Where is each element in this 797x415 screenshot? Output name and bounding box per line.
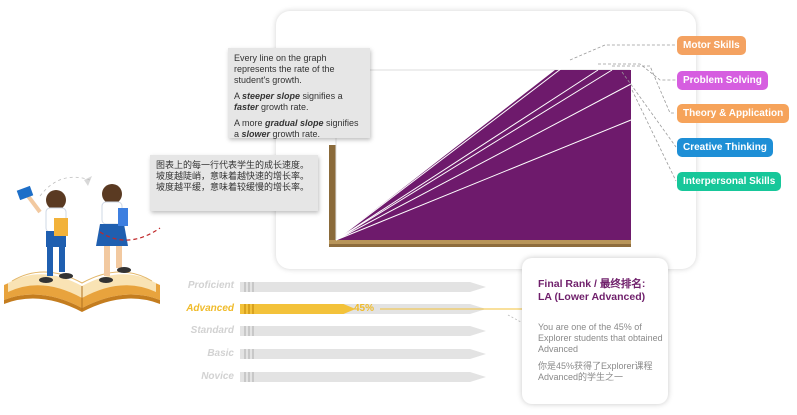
connector-motor bbox=[569, 44, 676, 61]
growth-line-motor bbox=[335, 61, 571, 241]
rank-bar-tip bbox=[470, 326, 486, 336]
student-boy-illustration bbox=[16, 185, 73, 283]
final-rank-description-english: You are one of the 45% of Explorer stude… bbox=[538, 322, 663, 354]
rank-bar-ferrule bbox=[248, 349, 250, 359]
rank-label-standard: Standard bbox=[190, 325, 234, 336]
rank-bar-ferrule bbox=[252, 349, 254, 359]
note-text: signifies a bbox=[300, 91, 343, 101]
note-en-line1: Every line on the graph represents the r… bbox=[234, 53, 335, 85]
rank-bar-fill bbox=[240, 304, 344, 314]
skill-pill-theory-application[interactable]: Theory & Application bbox=[677, 104, 790, 123]
rank-label-advanced: Advanced bbox=[186, 303, 234, 314]
rank-card-connector bbox=[507, 314, 533, 329]
rank-label-basic: Basic bbox=[207, 348, 234, 359]
chart-base-left bbox=[329, 145, 336, 244]
note-text: A more bbox=[234, 118, 266, 128]
rank-bar-track bbox=[240, 349, 470, 359]
note-text: A bbox=[234, 91, 243, 101]
rank-bar-novice bbox=[240, 372, 486, 382]
rank-bar-tip bbox=[470, 372, 486, 382]
rank-bar-ferrule bbox=[244, 372, 246, 382]
note-zh-line1: 图表上的每一行代表学生的成长速度。 bbox=[156, 160, 310, 170]
skill-pill-problem-solving[interactable]: Problem Solving bbox=[677, 71, 768, 90]
note-emphasis: slower bbox=[241, 129, 271, 139]
rank-label-proficient: Proficient bbox=[187, 280, 234, 291]
rank-bar-ferrule bbox=[244, 326, 246, 336]
rank-label-novice: Novice bbox=[201, 371, 234, 382]
final-rank-title-line1: Final Rank / 最终排名: bbox=[538, 278, 646, 290]
skill-label: Theory & Application bbox=[683, 108, 784, 119]
rank-bar-tip bbox=[470, 349, 486, 359]
rank-bar-fill-tip bbox=[343, 304, 356, 314]
skill-pill-interpersonal-skills[interactable]: Interpersonal Skills bbox=[677, 172, 782, 191]
rank-bar-ferrule bbox=[252, 372, 254, 382]
rank-bar-basic bbox=[240, 349, 486, 359]
skill-pill-motor-skills[interactable]: Motor Skills bbox=[677, 36, 746, 55]
note-emphasis: faster bbox=[234, 102, 259, 112]
connector-creative bbox=[621, 71, 677, 148]
skill-label: Motor Skills bbox=[683, 40, 740, 51]
rank-bar-ferrule bbox=[252, 304, 254, 314]
rank-bar-ferrule bbox=[248, 282, 250, 292]
note-en-line2: A steeper slope signifies a faster growt… bbox=[234, 91, 364, 113]
rank-bar-ferrule bbox=[252, 326, 254, 336]
book-illustration bbox=[4, 271, 160, 312]
note-emphasis: steeper slope bbox=[242, 91, 301, 101]
skill-connectors bbox=[569, 44, 677, 182]
growth-line-theory bbox=[335, 69, 613, 241]
rank-bar-proficient bbox=[240, 282, 486, 292]
decorative-dashed-curve bbox=[39, 176, 91, 197]
growth-area bbox=[336, 70, 631, 240]
rank-bar-track bbox=[240, 282, 470, 292]
chart-base-bottom-edge bbox=[329, 244, 631, 247]
rank-bar-tip bbox=[470, 282, 486, 292]
final-rank-title-line2: LA (Lower Advanced) bbox=[538, 291, 646, 303]
connector-problem bbox=[598, 63, 676, 81]
skill-label: Creative Thinking bbox=[683, 142, 767, 153]
rank-bar-standard bbox=[240, 326, 486, 336]
rank-bars bbox=[240, 282, 486, 382]
note-text: growth rate. bbox=[258, 102, 309, 112]
rank-bar-ferrule bbox=[248, 372, 250, 382]
rank-bar-ferrule bbox=[244, 304, 246, 314]
rank-bar-track bbox=[240, 326, 470, 336]
explanation-note-english: Every line on the graph represents the r… bbox=[228, 48, 370, 140]
note-en-line3: A more gradual slope signifies a slower … bbox=[234, 118, 364, 140]
final-rank-card bbox=[522, 258, 668, 404]
growth-line-problem bbox=[335, 69, 599, 241]
explanation-note-chinese: 图表上的每一行代表学生的成长速度。 坡度越陡峭，意味着越快速的增长率。 坡度越平… bbox=[150, 155, 318, 211]
student-girl-illustration bbox=[84, 176, 131, 283]
note-emphasis: gradual slope bbox=[265, 118, 324, 128]
connector-interpersonal bbox=[631, 89, 677, 182]
growth-line-creative bbox=[335, 83, 632, 241]
note-text: growth rate. bbox=[270, 129, 321, 139]
skill-pill-creative-thinking[interactable]: Creative Thinking bbox=[677, 138, 773, 157]
rank-bar-track bbox=[240, 372, 470, 382]
rank-bar-ferrule bbox=[248, 304, 250, 314]
rank-bar-ferrule bbox=[244, 282, 246, 292]
note-zh-line3: 坡度越平缓，意味着较缓慢的增长率。 bbox=[156, 182, 310, 192]
rank-bar-ferrule bbox=[244, 349, 246, 359]
note-text: signifies a bbox=[234, 118, 359, 139]
final-rank-description-chinese: 你是45%获得了Explorer课程Advanced的学生之一 bbox=[538, 361, 653, 382]
rank-bar-ferrule bbox=[248, 326, 250, 336]
decorative-dashed-arc bbox=[99, 227, 161, 241]
connector-theory bbox=[612, 65, 676, 114]
growth-line-interpersonal bbox=[335, 119, 632, 241]
note-zh-line2: 坡度越陡峭，意味着越快速的增长率。 bbox=[156, 171, 310, 181]
skill-label: Interpersonal Skills bbox=[683, 176, 776, 187]
growth-lines bbox=[335, 61, 632, 241]
rank-bar-ferrule bbox=[252, 282, 254, 292]
final-rank-title: Final Rank / 最终排名: LA (Lower Advanced) bbox=[538, 278, 668, 304]
skill-label: Problem Solving bbox=[683, 75, 762, 86]
active-rank-percent: 45% bbox=[354, 303, 375, 314]
